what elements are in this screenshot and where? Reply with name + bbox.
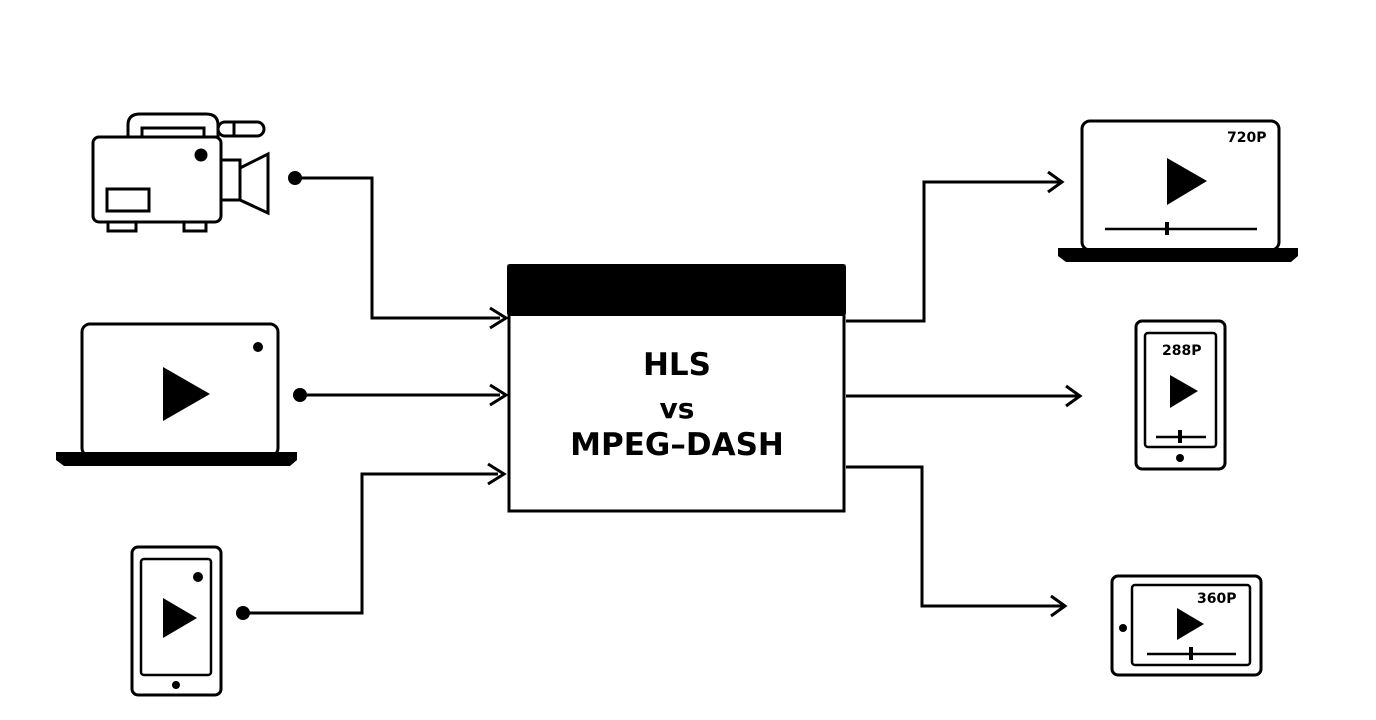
center-title-mpeg-dash: MPEG–DASH [570,427,784,463]
connector-line [846,180,1060,323]
center-server-box [507,264,846,513]
play-icon [1167,158,1207,205]
resolution-label-288p: 288P [1162,343,1202,359]
output-phone-icon [1134,319,1227,471]
output-connectors [846,170,1083,618]
resolution-label-720p: 720P [1227,130,1267,146]
input-laptop-icon [56,322,297,466]
resolution-label-360p: 360P [1197,591,1237,607]
progress-thumb [1165,222,1169,235]
connector-line [846,465,1063,608]
arrow-head [1050,594,1068,618]
arrow-head [487,462,507,486]
connector-line [295,176,500,320]
progress-thumb [1189,647,1193,660]
connector-line [243,472,498,615]
arrow-head [1065,384,1083,408]
input-connectors [236,171,509,620]
arrow-head [1047,170,1065,194]
play-icon [1177,608,1204,640]
progress-thumb [1178,430,1182,443]
input-phone-icon [130,545,223,697]
play-icon [1170,375,1198,408]
video-camera-icon [91,112,270,233]
play-icon [163,367,210,421]
center-title-vs: vs [659,392,695,425]
output-tablet-icon [1110,574,1263,677]
arrow-head [489,383,509,407]
output-laptop-icon [1058,119,1298,262]
play-icon [163,598,197,638]
center-title-hls: HLS [642,347,712,383]
arrow-head [489,306,509,330]
